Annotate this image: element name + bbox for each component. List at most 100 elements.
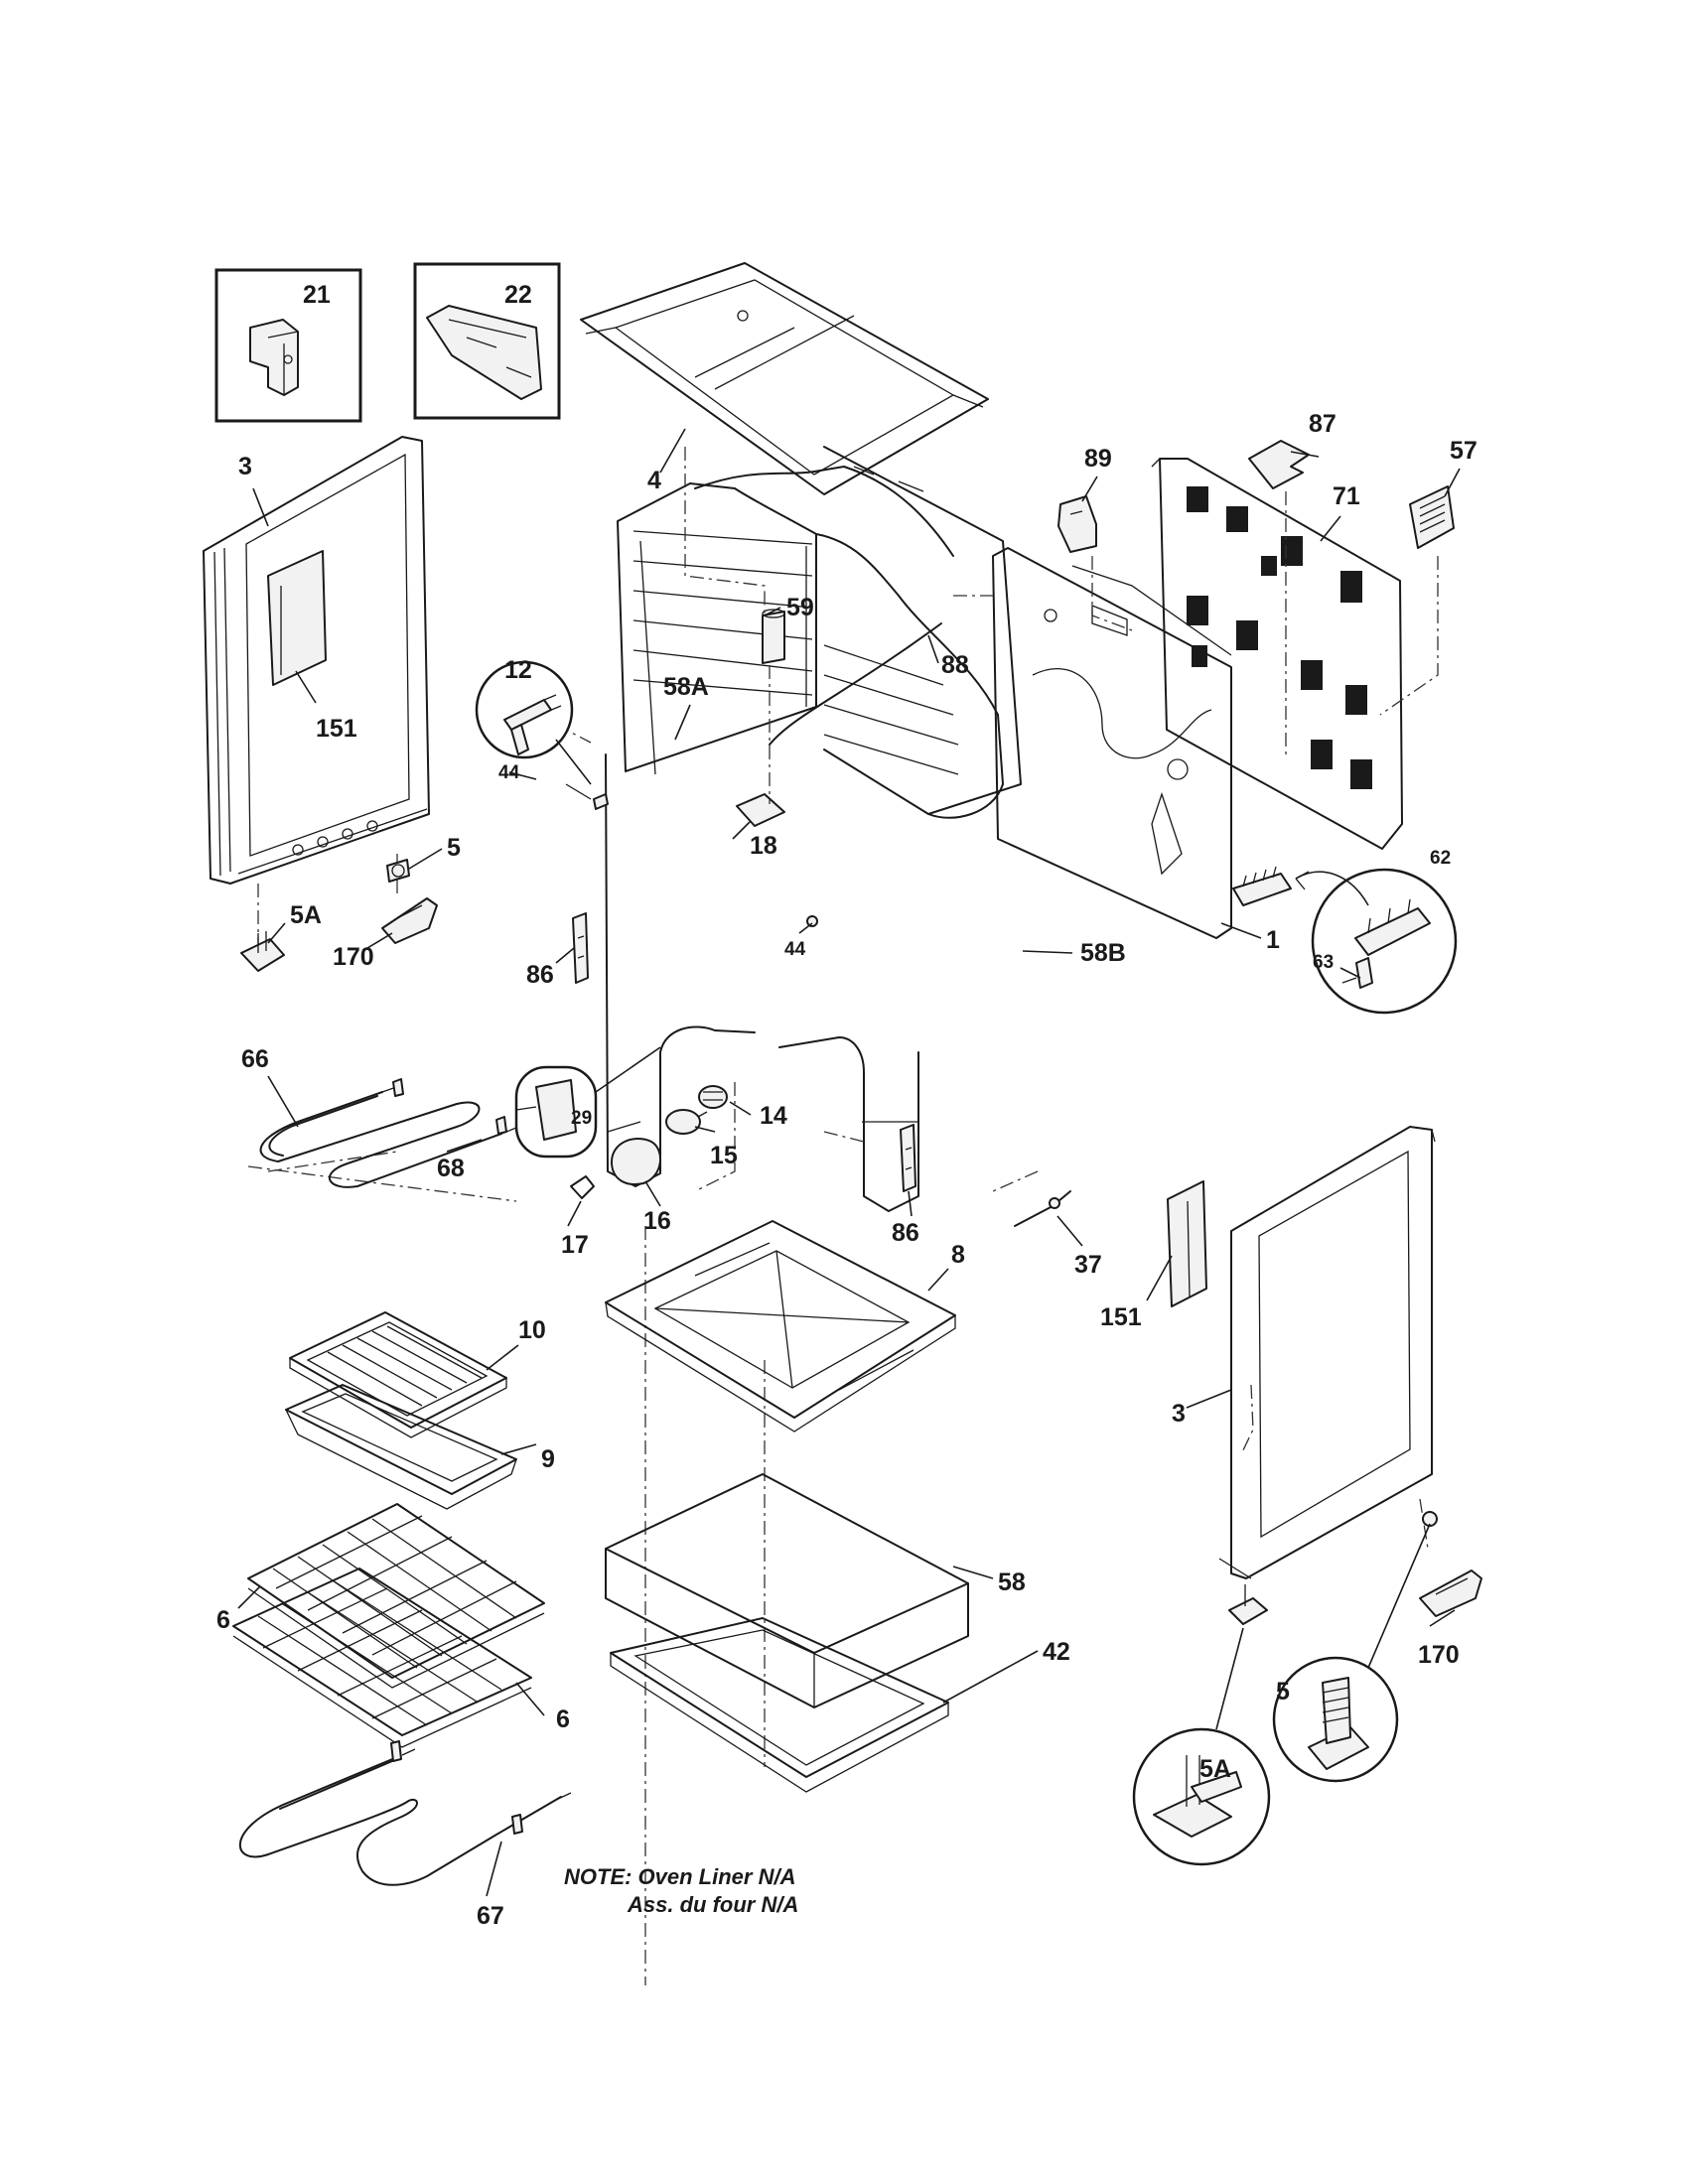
part-insulation-58B	[823, 446, 1022, 815]
part-broil-pan-9	[285, 1384, 517, 1510]
label-58B: 58B	[1080, 939, 1126, 967]
part-88	[769, 622, 942, 746]
label-5-right: 5	[1276, 1678, 1290, 1706]
label-44-top: 44	[498, 762, 520, 783]
part-right-bracket-151	[1167, 1180, 1207, 1307]
part-left-side-panel	[203, 436, 430, 885]
label-86-right: 86	[892, 1219, 919, 1247]
label-22: 22	[504, 281, 532, 309]
note-line-1: NOTE: Oven Liner N/A	[564, 1864, 795, 1889]
label-14: 14	[760, 1102, 787, 1130]
label-58: 58	[998, 1569, 1026, 1596]
part-87	[1248, 440, 1310, 489]
label-42: 42	[1043, 1638, 1070, 1666]
label-44-mid: 44	[784, 939, 806, 960]
label-71: 71	[1333, 482, 1360, 510]
part-bracket-170-right	[1419, 1570, 1482, 1617]
rounded-inset-29	[514, 1046, 661, 1159]
part-socket-14	[698, 1085, 728, 1109]
part-left-bracket-151	[267, 550, 327, 686]
label-3-right: 3	[1172, 1400, 1186, 1428]
callout-labels: 21 22 3 4 151 89 87 57 71 59 88 12 58A 4…	[216, 281, 1477, 1930]
part-right-side-panel	[1218, 1126, 1436, 1579]
part-44-mid	[806, 915, 818, 927]
rear-panel-vents	[1187, 486, 1372, 789]
part-insulation-58	[605, 1473, 969, 1708]
circle-inset-62	[1295, 868, 1458, 1015]
label-17: 17	[561, 1231, 589, 1259]
label-1: 1	[1266, 926, 1280, 954]
note-line-2: Ass. du four N/A	[627, 1892, 798, 1917]
part-back-panel	[992, 547, 1232, 939]
part-37	[1014, 1190, 1071, 1227]
label-68: 68	[437, 1155, 465, 1182]
part-59	[762, 609, 785, 664]
part-86-right	[900, 1124, 916, 1192]
circle-inset-5	[1272, 1523, 1431, 1783]
part-terminal-block	[1232, 866, 1292, 906]
label-6-upper: 6	[216, 1606, 230, 1634]
label-88: 88	[941, 651, 969, 679]
label-9: 9	[541, 1445, 555, 1473]
label-5A-right: 5A	[1199, 1755, 1231, 1783]
part-86-left	[572, 912, 589, 984]
label-6-lower: 6	[556, 1706, 570, 1733]
label-87: 87	[1309, 410, 1336, 438]
label-57: 57	[1450, 437, 1477, 465]
label-58A: 58A	[663, 673, 709, 701]
part-57	[1409, 485, 1455, 549]
part-89	[1057, 495, 1097, 553]
label-63: 63	[1313, 952, 1334, 973]
part-oven-rack-upper	[247, 1503, 545, 1689]
part-bulb-15	[665, 1109, 708, 1135]
label-5A-left: 5A	[290, 901, 322, 929]
circle-inset-5A	[1132, 1627, 1271, 1866]
label-15: 15	[710, 1142, 738, 1169]
label-89: 89	[1084, 445, 1112, 473]
part-18	[736, 793, 785, 827]
part-oven-bottom-8	[605, 1220, 956, 1433]
inset-box-21	[214, 268, 362, 423]
label-59: 59	[786, 594, 814, 621]
label-16: 16	[643, 1207, 671, 1235]
circle-inset-12	[475, 660, 592, 785]
label-62: 62	[1430, 848, 1451, 869]
part-44-top	[565, 783, 609, 810]
part-lens-16	[610, 1138, 662, 1185]
part-leveler-5A-left	[240, 931, 285, 972]
part-bottom-tray-42	[610, 1617, 949, 1793]
leader-lines	[237, 428, 1461, 1897]
part-broil-element-66	[259, 1078, 517, 1188]
part-bake-element-67	[238, 1740, 572, 1886]
part-rear-panel	[1151, 458, 1403, 850]
label-8: 8	[951, 1241, 965, 1269]
label-86-left: 86	[526, 961, 554, 989]
label-21: 21	[303, 281, 331, 309]
part-oven-cavity	[617, 466, 1004, 819]
part-oven-rack-lower	[232, 1568, 532, 1748]
part-leveler-5A-right-small	[1228, 1584, 1268, 1625]
part-bracket-170-left	[381, 897, 438, 944]
part-broil-grid-10	[289, 1311, 507, 1438]
label-151-left: 151	[316, 715, 357, 743]
label-66: 66	[241, 1045, 269, 1073]
label-170-right: 170	[1418, 1641, 1460, 1669]
label-4: 4	[647, 467, 661, 494]
part-screw-5-left	[386, 859, 410, 883]
label-29: 29	[571, 1108, 592, 1129]
label-5-left: 5	[447, 834, 461, 862]
part-17	[570, 1175, 595, 1199]
label-170-left: 170	[333, 943, 374, 971]
inset-box-22	[413, 262, 561, 420]
label-37: 37	[1074, 1251, 1102, 1279]
label-3-left: 3	[238, 453, 252, 480]
note-block: NOTE: Oven Liner N/A Ass. du four N/A	[564, 1864, 798, 1917]
label-18: 18	[750, 832, 777, 860]
part-screw-5-right	[1422, 1511, 1438, 1527]
label-67: 67	[477, 1902, 504, 1930]
label-12: 12	[504, 656, 532, 684]
label-10: 10	[518, 1316, 546, 1344]
part-top-panel	[580, 262, 989, 495]
label-151-right: 151	[1100, 1303, 1142, 1331]
